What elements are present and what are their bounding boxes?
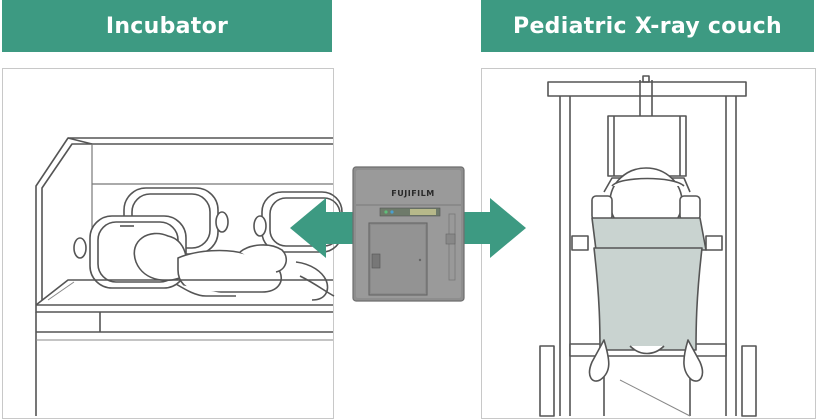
xray-couch-illustration — [539, 75, 757, 417]
arrow-left — [290, 198, 354, 258]
xray-couch-header: Pediatric X-ray couch — [481, 0, 814, 52]
incubator-header-label: Incubator — [105, 13, 229, 39]
incubator-hood — [35, 137, 333, 305]
arrow-right — [462, 198, 526, 258]
xray-detector: FUJIFILM — [352, 166, 465, 302]
detector-brand-label: FUJIFILM — [391, 189, 434, 198]
incubator-base — [35, 312, 333, 416]
infant-figure — [133, 232, 335, 301]
arrows — [290, 198, 526, 258]
incubator-header: Incubator — [2, 0, 332, 52]
incubator-mattress — [35, 279, 333, 306]
restraint-gown — [588, 217, 707, 382]
xray-couch-header-label: Pediatric X-ray couch — [513, 13, 782, 39]
incubator-illustration — [35, 137, 343, 416]
head-holder — [607, 115, 687, 177]
